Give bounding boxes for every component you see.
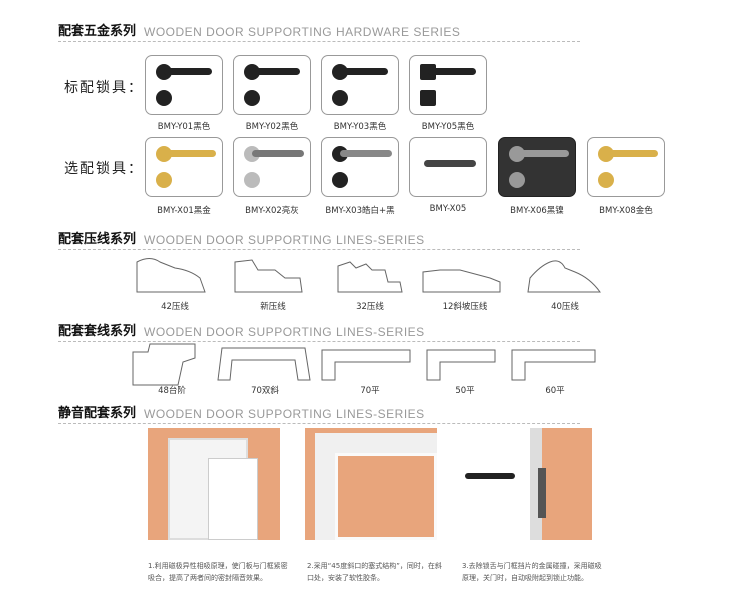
lock-handle-icon <box>340 150 392 157</box>
title-en: WOODEN DOOR SUPPORTING LINES-SERIES <box>144 233 425 247</box>
lock-card[interactable] <box>409 137 487 197</box>
lock-label: BMY-X06黑镍 <box>510 206 564 216</box>
profile-32 <box>337 261 403 293</box>
cover-line-label: 48台阶 <box>158 386 186 396</box>
profile-48 <box>132 343 196 386</box>
press-line-label: 新压线 <box>260 302 286 312</box>
profile-new <box>234 259 303 293</box>
lock-card[interactable] <box>587 137 665 197</box>
caption-1: 1.利用磁极异性相吸原理，使门板与门框紧密吸合，提高了两者间的密封隔音效果。 <box>148 562 288 582</box>
lock-handle-icon <box>164 68 212 75</box>
lock-handle-icon <box>340 68 388 75</box>
title-cn: 配套套线系列 <box>58 324 137 339</box>
caption-2: 2.采用“45度斜口的塞式结构”，同时，在斜口处，安装了软性胶条。 <box>307 562 442 582</box>
standard-locks-label: 标配锁具： <box>64 80 144 96</box>
lock-label: BMY-Y01黑色 <box>157 122 211 132</box>
photo-45-degree-joint <box>305 428 437 540</box>
cover-line-label: 70平 <box>360 386 380 396</box>
press-line-profiles <box>136 258 601 293</box>
photo-magnetic-seal <box>148 428 280 540</box>
keyhole-icon <box>509 172 525 188</box>
title-en: WOODEN DOOR SUPPORTING LINES-SERIES <box>144 407 425 421</box>
lock-card[interactable] <box>145 137 223 197</box>
optional-locks-label: 选配锁具： <box>64 161 144 177</box>
section-title-press-lines: 配套压线系列 WOODEN DOOR SUPPORTING LINES-SERIE… <box>58 228 580 250</box>
cover-line-label: 70双斜 <box>251 386 279 396</box>
lock-label: BMY-Y05黑色 <box>421 122 475 132</box>
lock-card[interactable] <box>409 55 487 115</box>
profile-70-double <box>217 347 311 381</box>
lock-card[interactable] <box>321 55 399 115</box>
lock-card[interactable] <box>233 55 311 115</box>
lock-label: BMY-X03皓白+黑 <box>325 206 395 216</box>
keyhole-icon <box>332 172 348 188</box>
lock-label: BMY-X05 <box>429 204 467 214</box>
profile-42 <box>136 258 206 293</box>
cover-line-profiles <box>132 343 596 386</box>
lock-card[interactable] <box>233 137 311 197</box>
lock-label: BMY-X08金色 <box>599 206 653 216</box>
press-line-label: 12斜坡压线 <box>442 302 488 312</box>
lock-handle-icon <box>606 150 658 157</box>
lock-handle-icon <box>164 150 216 157</box>
cover-line-label: 50平 <box>455 386 475 396</box>
profile-60-flat <box>511 349 596 381</box>
title-cn: 配套压线系列 <box>58 232 137 247</box>
title-cn: 静音配套系列 <box>58 406 137 421</box>
profile-40 <box>527 260 601 293</box>
profile-12 <box>422 269 501 293</box>
cover-line-label: 60平 <box>545 386 565 396</box>
photo-magnetic-lock <box>460 428 592 540</box>
title-en: WOODEN DOOR SUPPORTING LINES-SERIES <box>144 325 425 339</box>
keyhole-icon <box>420 90 436 106</box>
keyhole-icon <box>598 172 614 188</box>
title-en: WOODEN DOOR SUPPORTING HARDWARE SERIES <box>144 25 461 39</box>
press-line-label: 40压线 <box>551 302 579 312</box>
caption-3: 3.去除锁舌与门框挡片的金属碰撞，采用磁吸原理，关门时，自动吸附起到锁止功能。 <box>462 562 602 582</box>
press-line-label: 42压线 <box>161 302 189 312</box>
profile-50-flat <box>426 349 496 381</box>
profile-70-flat <box>321 349 411 381</box>
section-title-silent: 静音配套系列 WOODEN DOOR SUPPORTING LINES-SERIE… <box>58 402 580 424</box>
keyhole-icon <box>332 90 348 106</box>
lock-card[interactable] <box>321 137 399 197</box>
lock-handle-icon <box>424 160 476 167</box>
section-title-cover-lines: 配套套线系列 WOODEN DOOR SUPPORTING LINES-SERIE… <box>58 320 580 342</box>
title-cn: 配套五金系列 <box>58 24 137 39</box>
keyhole-icon <box>244 90 260 106</box>
lock-handle-icon <box>517 150 569 157</box>
keyhole-icon <box>156 90 172 106</box>
lock-label: BMY-Y03黑色 <box>333 122 387 132</box>
press-line-label: 32压线 <box>356 302 384 312</box>
keyhole-icon <box>244 172 260 188</box>
lock-handle-icon <box>252 150 304 157</box>
lock-label: BMY-X01黑金 <box>157 206 211 216</box>
lock-label: BMY-X02亮灰 <box>245 206 299 216</box>
keyhole-icon <box>156 172 172 188</box>
section-title-hardware: 配套五金系列 WOODEN DOOR SUPPORTING HARDWARE SE… <box>58 20 580 42</box>
lock-handle-icon <box>428 68 476 75</box>
lock-card[interactable] <box>498 137 576 197</box>
lock-label: BMY-Y02黑色 <box>245 122 299 132</box>
lock-handle-icon <box>252 68 300 75</box>
lock-card[interactable] <box>145 55 223 115</box>
